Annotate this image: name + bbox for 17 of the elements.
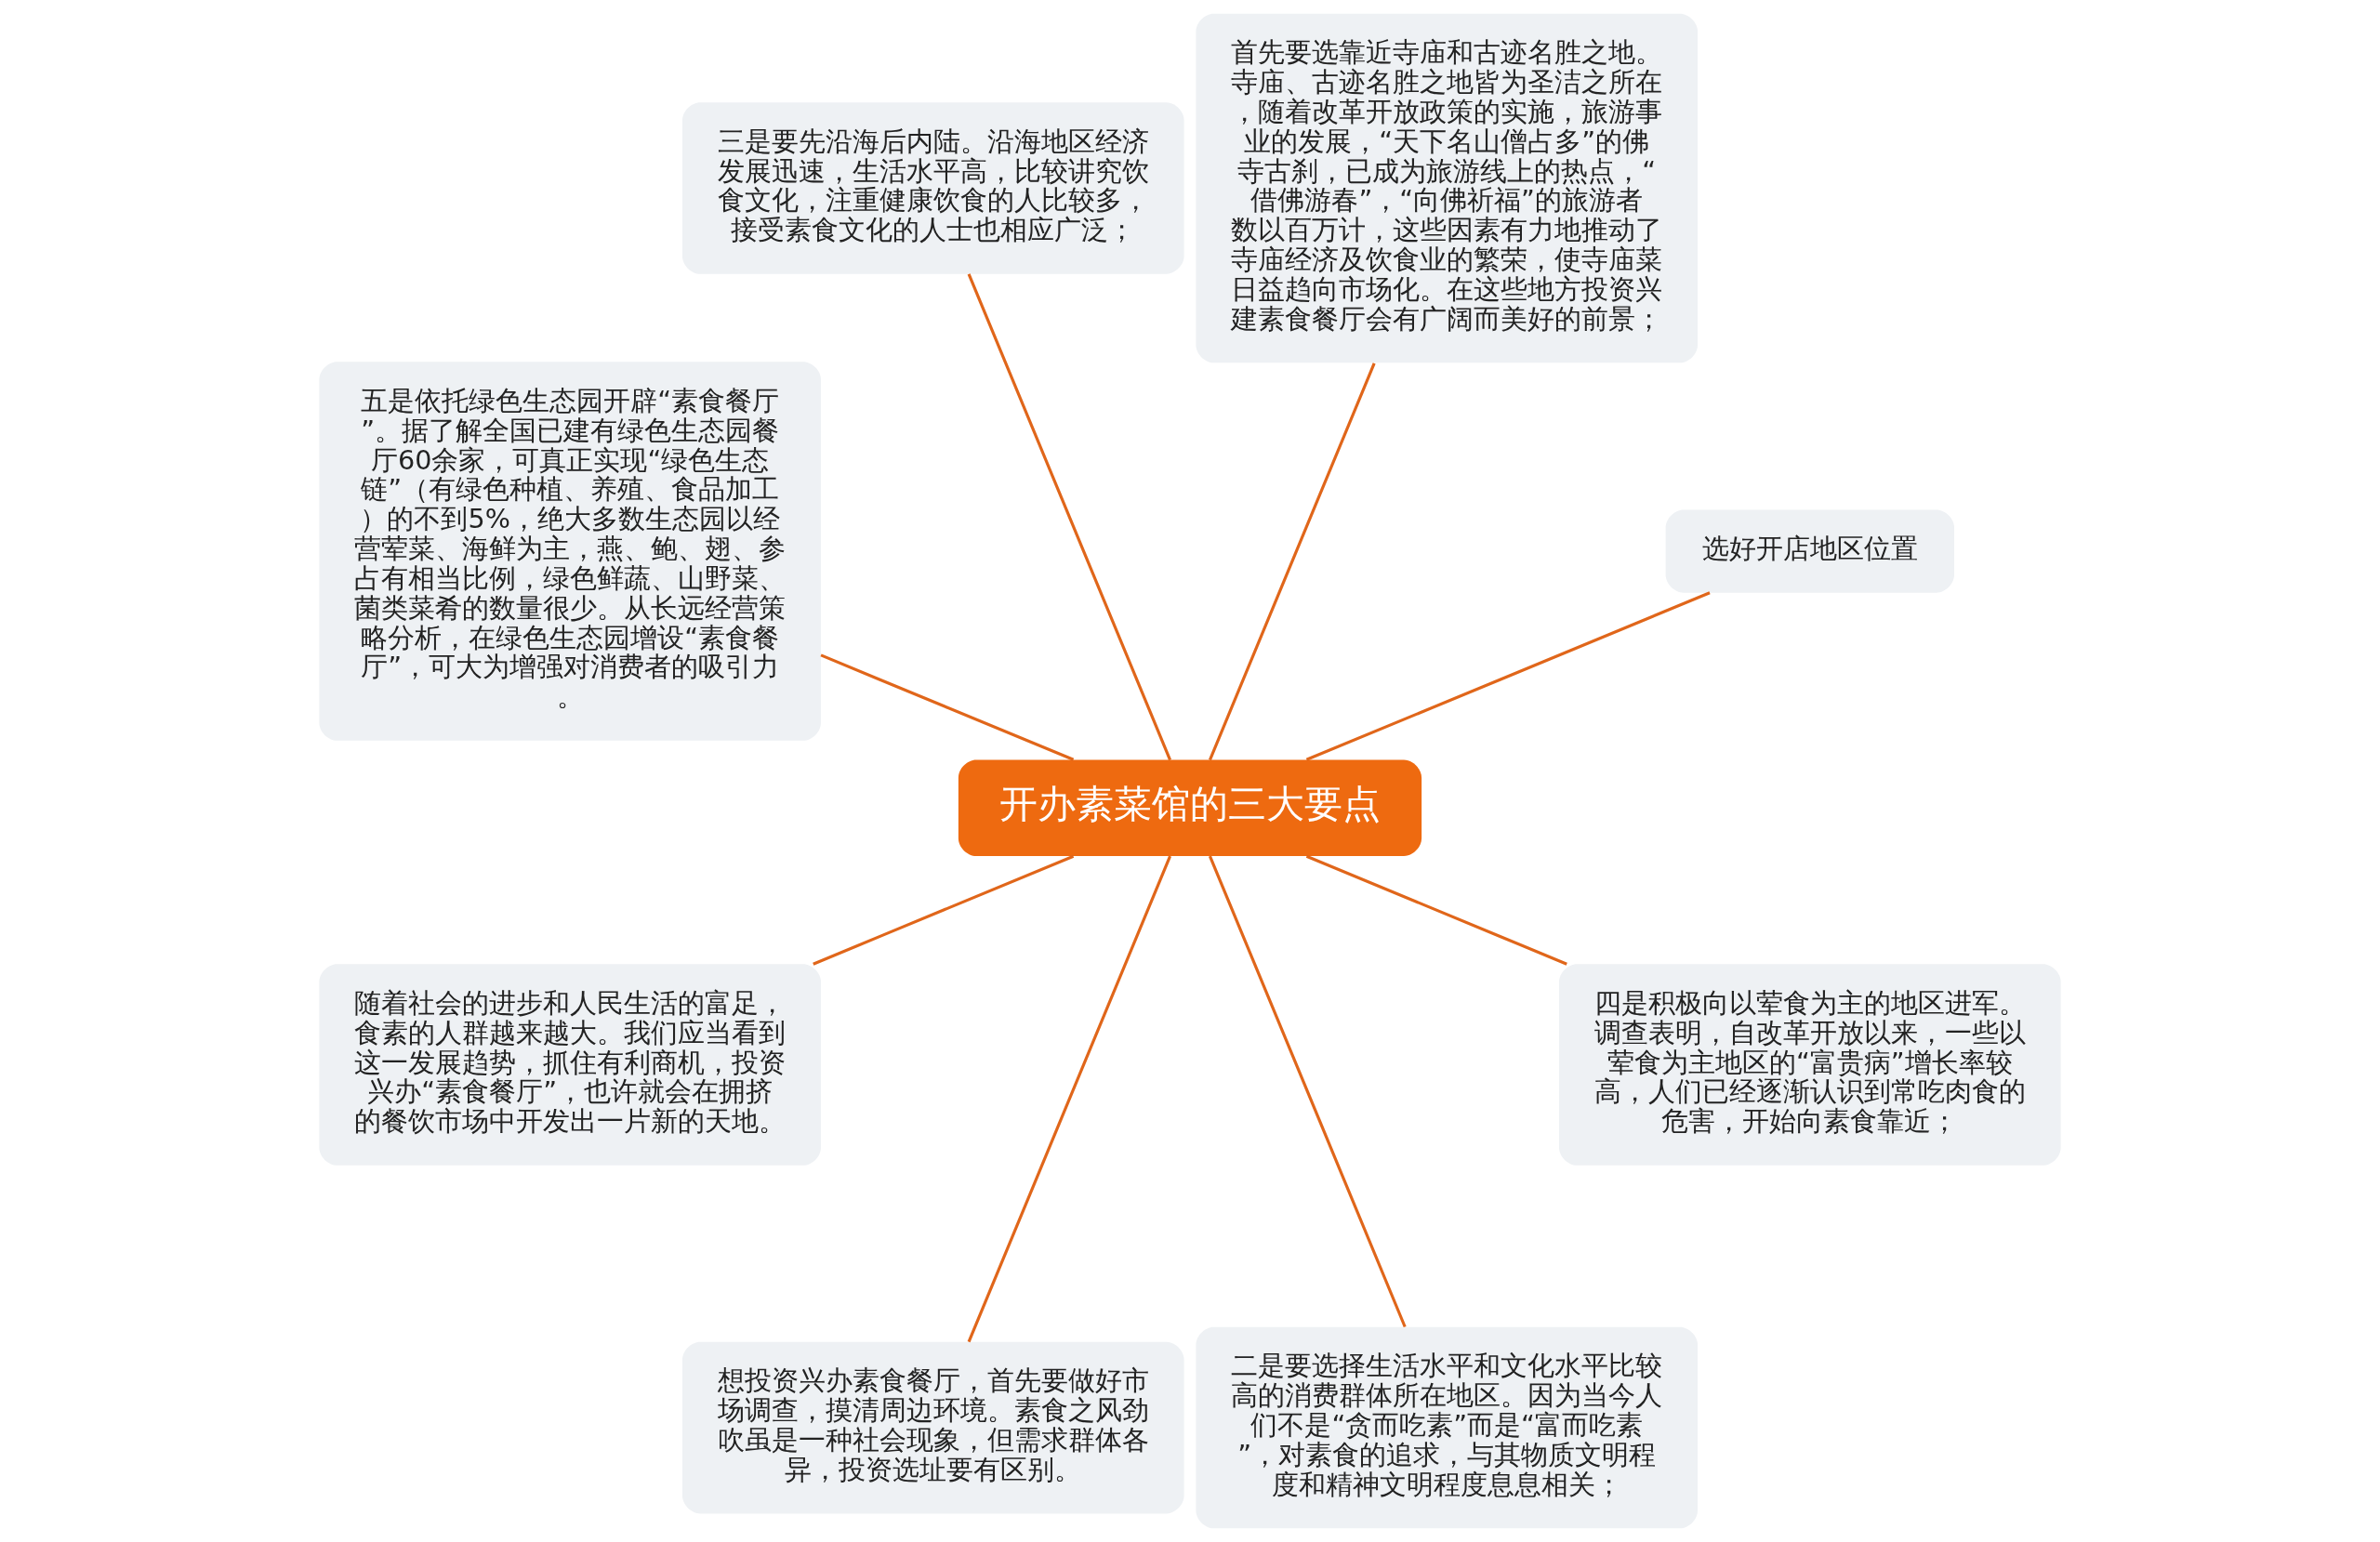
node-box: 开办素菜馆的三大要点: [958, 759, 1422, 857]
node-box: 首先要选靠近寺庙和古迹名胜之地。寺庙、古迹名胜之地皆为圣洁之所在，随着改革开放政策的实施，旅游事业的发展，“天下名山僧占多”的佛寺古刹，已成为旅游线上的热点，“借佛游春”，“向佛祈福”的旅游者数以百万计，这些因素有力地推动了寺庙经济及饮食业的繁荣，使寺庙菜日益趋向市场化。在这些地方投资兴建素食餐厅会有广阔而美好的前景；: [1196, 13, 1698, 363]
connector: [967, 855, 1172, 1343]
node-box: 想投资兴办素食餐厅，首先要做好市场调查，摸清周边环境。素食之风劲吹虽是一种社会现象，但需求群体各异，投资选址要有区别。: [682, 1341, 1184, 1514]
node-box: 二是要选择生活水平和文化水平比较高的消费群体所在地区。因为当今人们不是“贪而吃素”而是“富而吃素”，对素食的追求，与其物质文明程度和精神文明程度息息相关；: [1196, 1326, 1698, 1529]
connector: [820, 653, 1075, 761]
connector: [1305, 854, 1567, 966]
node-box: 随着社会的进步和人民生活的富足，食素的人群越来越大。我们应当看到这一发展趋势，抓住有利商机，投资兴办“素食餐厅”，也许就会在拥挤的餐饮市场中开发出一片新的天地。: [319, 964, 821, 1166]
node-box: 选好开店地区位置: [1665, 509, 1954, 593]
connector: [967, 273, 1172, 761]
node-box: 五是依托绿色生态园开辟“素食餐厅”。据了解全国已建有绿色生态园餐厅60余家，可真正实现“绿色生态链”（有绿色种植、养殖、食品加工）的不到5%，绝大多数生态园以经营荤菜、海鲜为主，燕、鲍、翅、参占有相当比例，绿色鲜蔬、山野菜、菌类菜肴的数量很少。从长远经营策略分析，在绿色生态园增设“素食餐厅”，可大为增强对消费者的吸引力。: [319, 362, 821, 741]
connector: [1208, 855, 1407, 1328]
connector: [1208, 362, 1376, 761]
node-box: 三是要先沿海后内陆。沿海地区经济发展迅速，生活水平高，比较讲究饮食文化，注重健康饮食的人比较多，接受素食文化的人士也相应广泛；: [682, 102, 1184, 274]
connector: [1305, 591, 1711, 761]
connector: [813, 854, 1075, 966]
node-box: 四是积极向以荤食为主的地区进军。调查表明，自改革开放以来，一些以荤食为主地区的“富贵病”增长率较高，人们已经逐渐认识到常吃肉食的危害，开始向素食靠近；: [1559, 964, 2061, 1166]
